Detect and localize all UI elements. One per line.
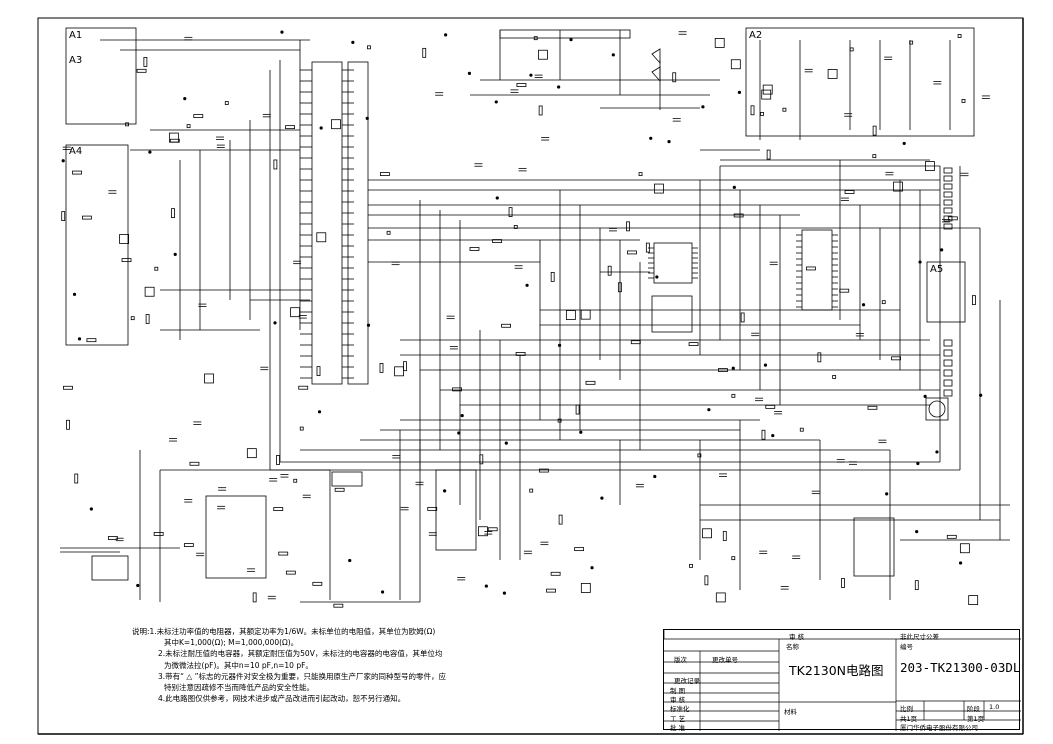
schematic-notes: 说明:1.未标注功率值的电阻器，其额定功率为1/6W。未标单位的电阻值，其单位为… (132, 626, 652, 704)
tb-row-label: 标准化 (670, 705, 690, 713)
tb-change-label: 更改单号 (712, 656, 738, 664)
tb-header-mid: 非此尺寸公差 (900, 633, 939, 641)
zone-label-a1: A1 (69, 30, 83, 41)
note-line: 4.此电路图仅供参考，网技术进步或产品改进而引起改动，恕不另行通知。 (158, 694, 406, 704)
zone-label-a5: A5 (930, 264, 944, 275)
tb-version-label: 版次 (674, 656, 687, 664)
tb-company: 厦门华侨电子股份有限公司 (900, 724, 978, 732)
title-block-grid (664, 630, 1021, 731)
tb-scale-value: 1.0 (989, 703, 1000, 711)
tb-sheet-no: 第1页 (967, 715, 985, 723)
tb-row-label: 制 图 (670, 687, 686, 695)
tb-scale-label: 比例 (900, 705, 913, 713)
tb-change-record: 更改记录 (674, 677, 700, 685)
tb-sheets-total: 共1页 (900, 715, 918, 723)
tb-code-label: 编号 (900, 643, 913, 651)
tb-header-left: 审 核 (789, 633, 805, 641)
note-line: 说明:1.未标注功率值的电阻器，其额定功率为1/6W。未标单位的电阻值，其单位为… (132, 627, 436, 636)
note-line: 为微微法拉(pF)。其中n=10 pF,n=10 pF。 (164, 660, 313, 670)
drawing-title: TK2130N电路图 (789, 663, 884, 678)
tb-row-label: 工 艺 (670, 715, 686, 723)
title-block: 审 核 非此尺寸公差 名称 编号 TK2130N电路图 203-TK21300-… (663, 629, 1021, 732)
drawing-code: 203-TK21300-03DL (900, 660, 1021, 675)
note-line: 特别注意因疏修不当而降低产品的安全性能。 (164, 683, 314, 693)
note-line: 其中K=1,000(Ω); M=1,000,000(Ω)。 (164, 638, 299, 648)
tb-name-label: 名称 (786, 643, 799, 651)
tb-stage-label: 阶段 (967, 705, 980, 713)
note-line: 3.带有“ △ ”标志的元器件对安全极为重要，只能换用原生产厂家的同种型号的零件… (158, 671, 446, 681)
zone-label-a3: A3 (69, 55, 83, 66)
zone-label-a4: A4 (69, 146, 83, 157)
tb-row-label: 审 核 (670, 696, 686, 704)
tb-material-label: 材料 (784, 708, 797, 716)
tb-row-label: 批 准 (670, 724, 686, 732)
zone-label-a2: A2 (749, 30, 763, 41)
note-line: 2.未标注耐压值的电容器，其额定耐压值为50V，未标注的电容器的电容值，其单位均 (158, 649, 443, 659)
